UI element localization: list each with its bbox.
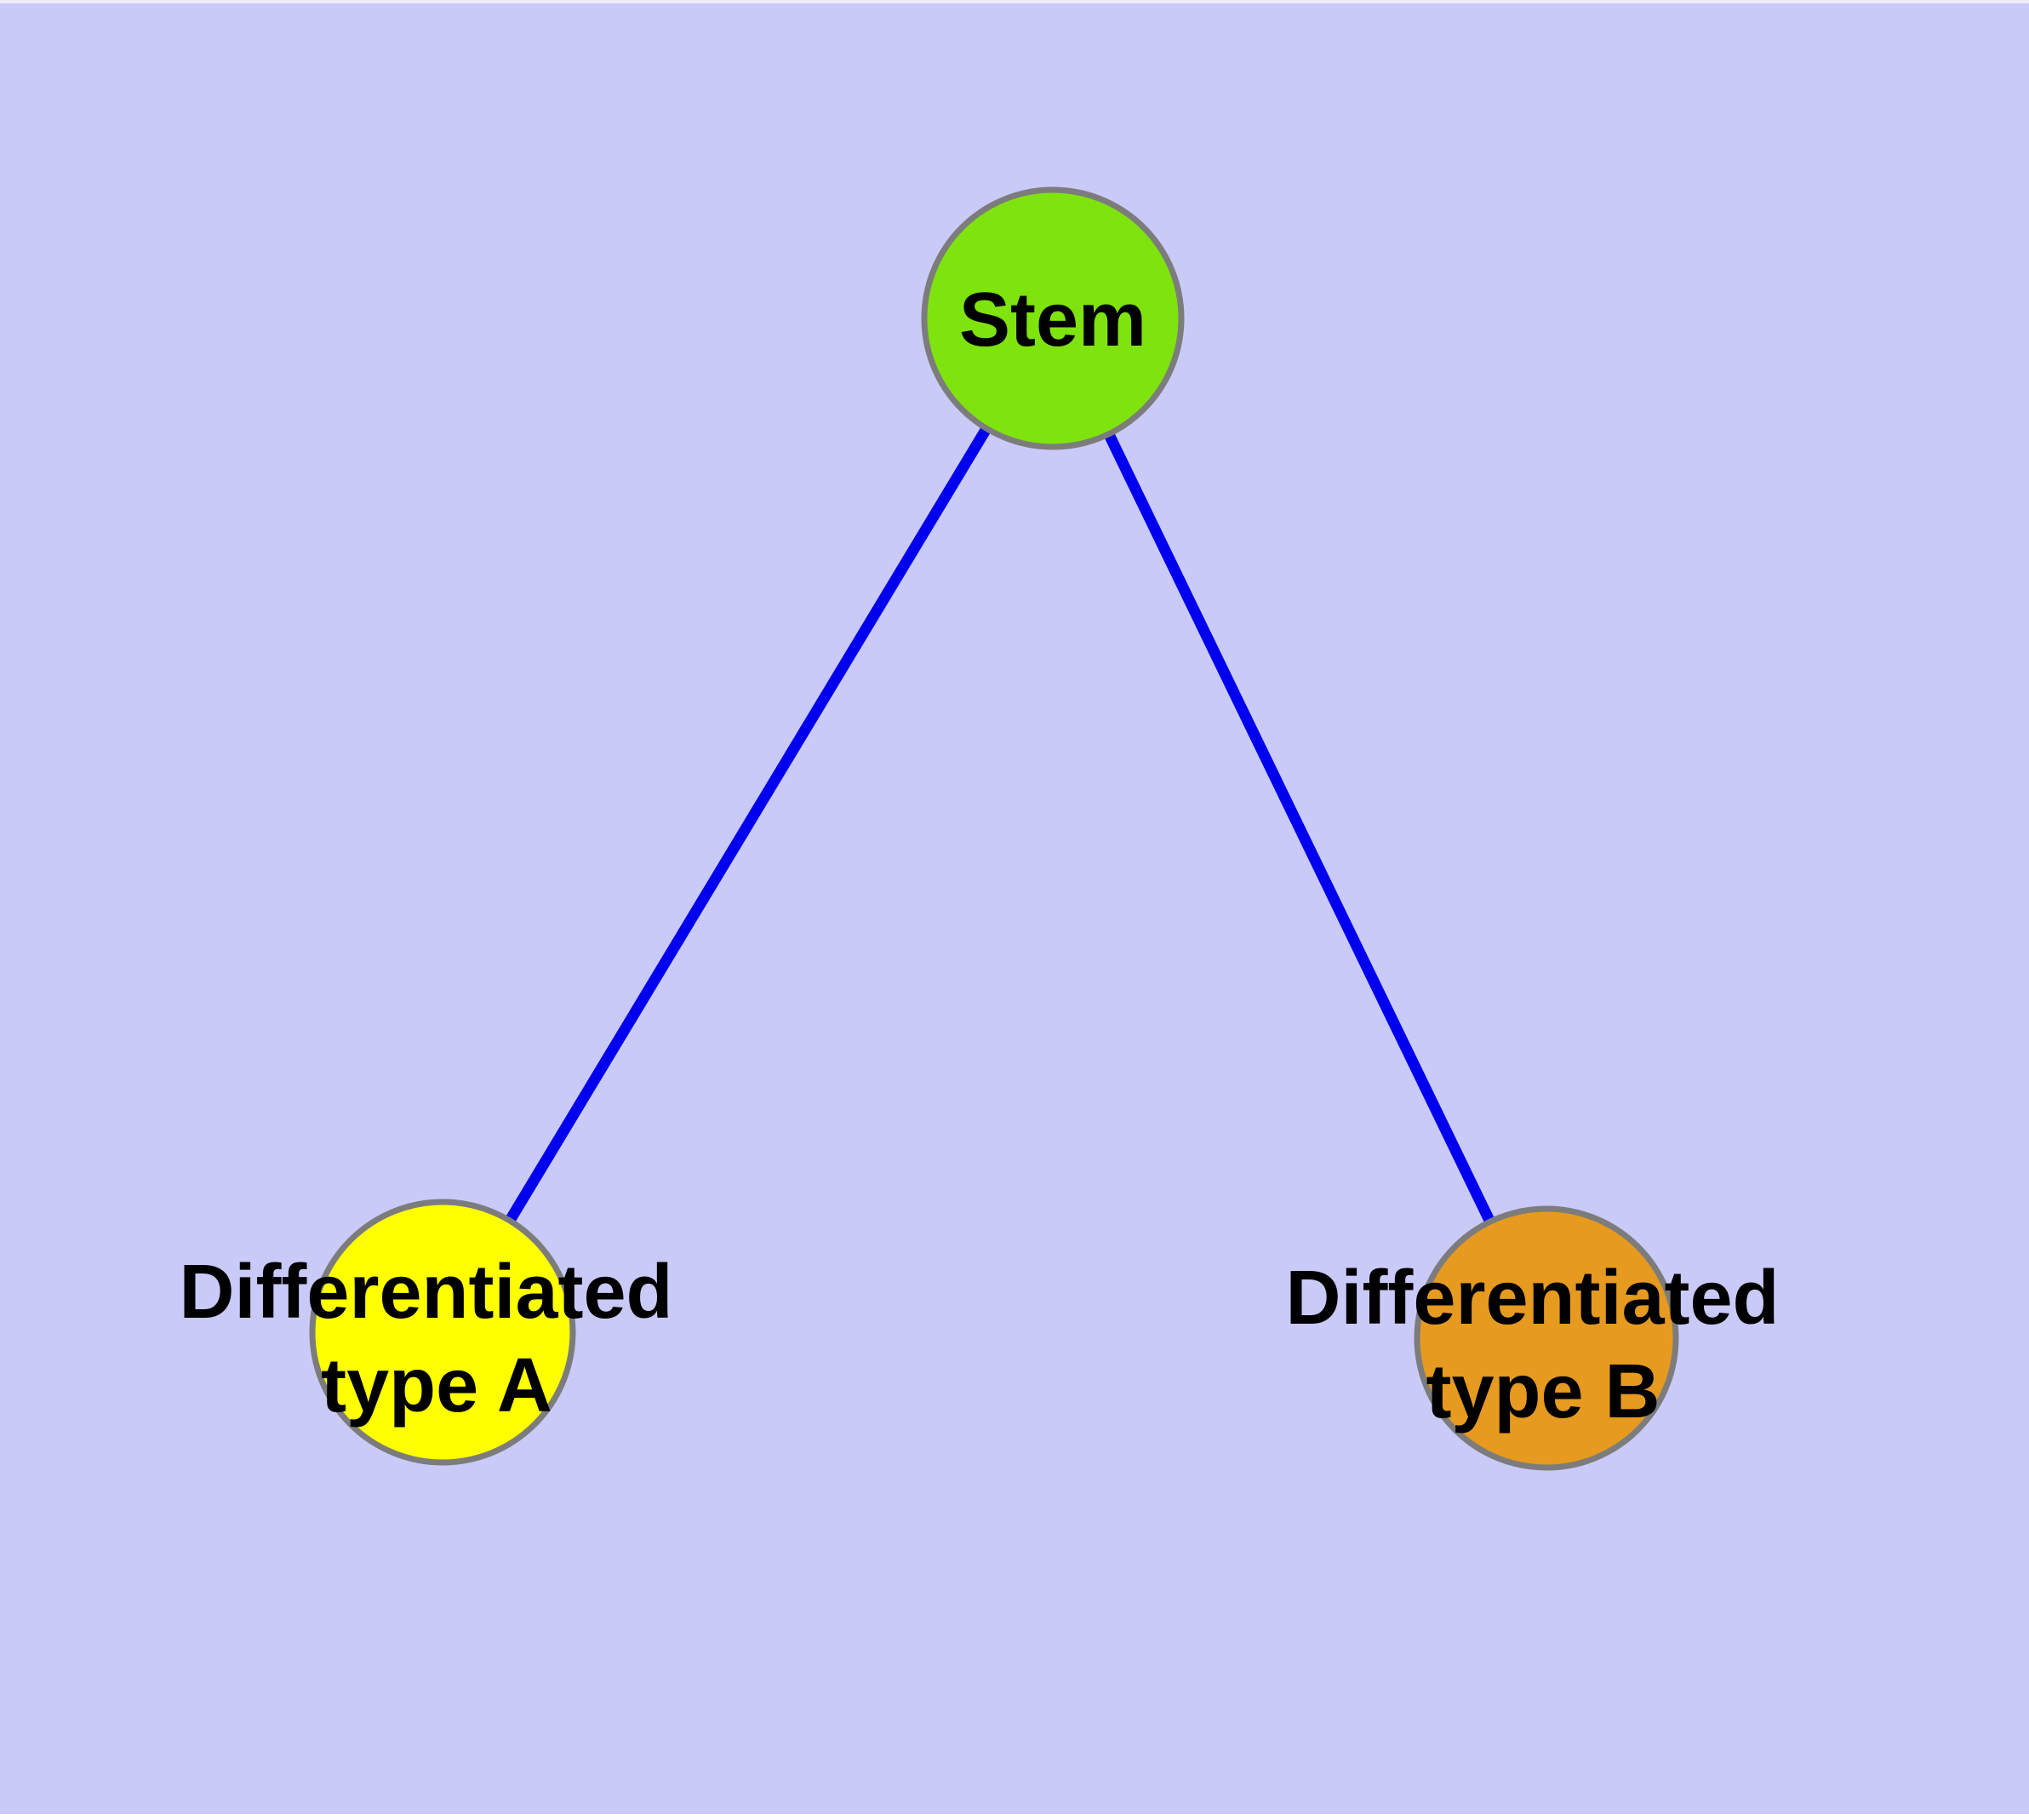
node-differentiated-type-b[interactable] [1414,1205,1679,1471]
node-type-b-label: Differentiated type B [1285,1256,1800,1434]
window-top-edge [0,0,2029,3]
edge-stem-to-type-b[interactable] [1048,316,1552,1341]
node-type-b-label-line2: type B [1426,1349,1660,1434]
node-stem-label: Stem [959,278,1146,363]
node-type-a-label: Differentiated type A [179,1250,694,1428]
window-bottom-edge [0,1814,2029,1820]
edge-stem-to-type-a[interactable] [437,315,1058,1336]
node-type-a-label-line1: Differentiated [179,1250,672,1335]
node-type-a-label-line2: type A [321,1343,552,1428]
node-stem[interactable] [921,186,1185,450]
node-type-b-label-line1: Differentiated [1285,1256,1779,1341]
node-differentiated-type-a[interactable] [309,1199,576,1466]
